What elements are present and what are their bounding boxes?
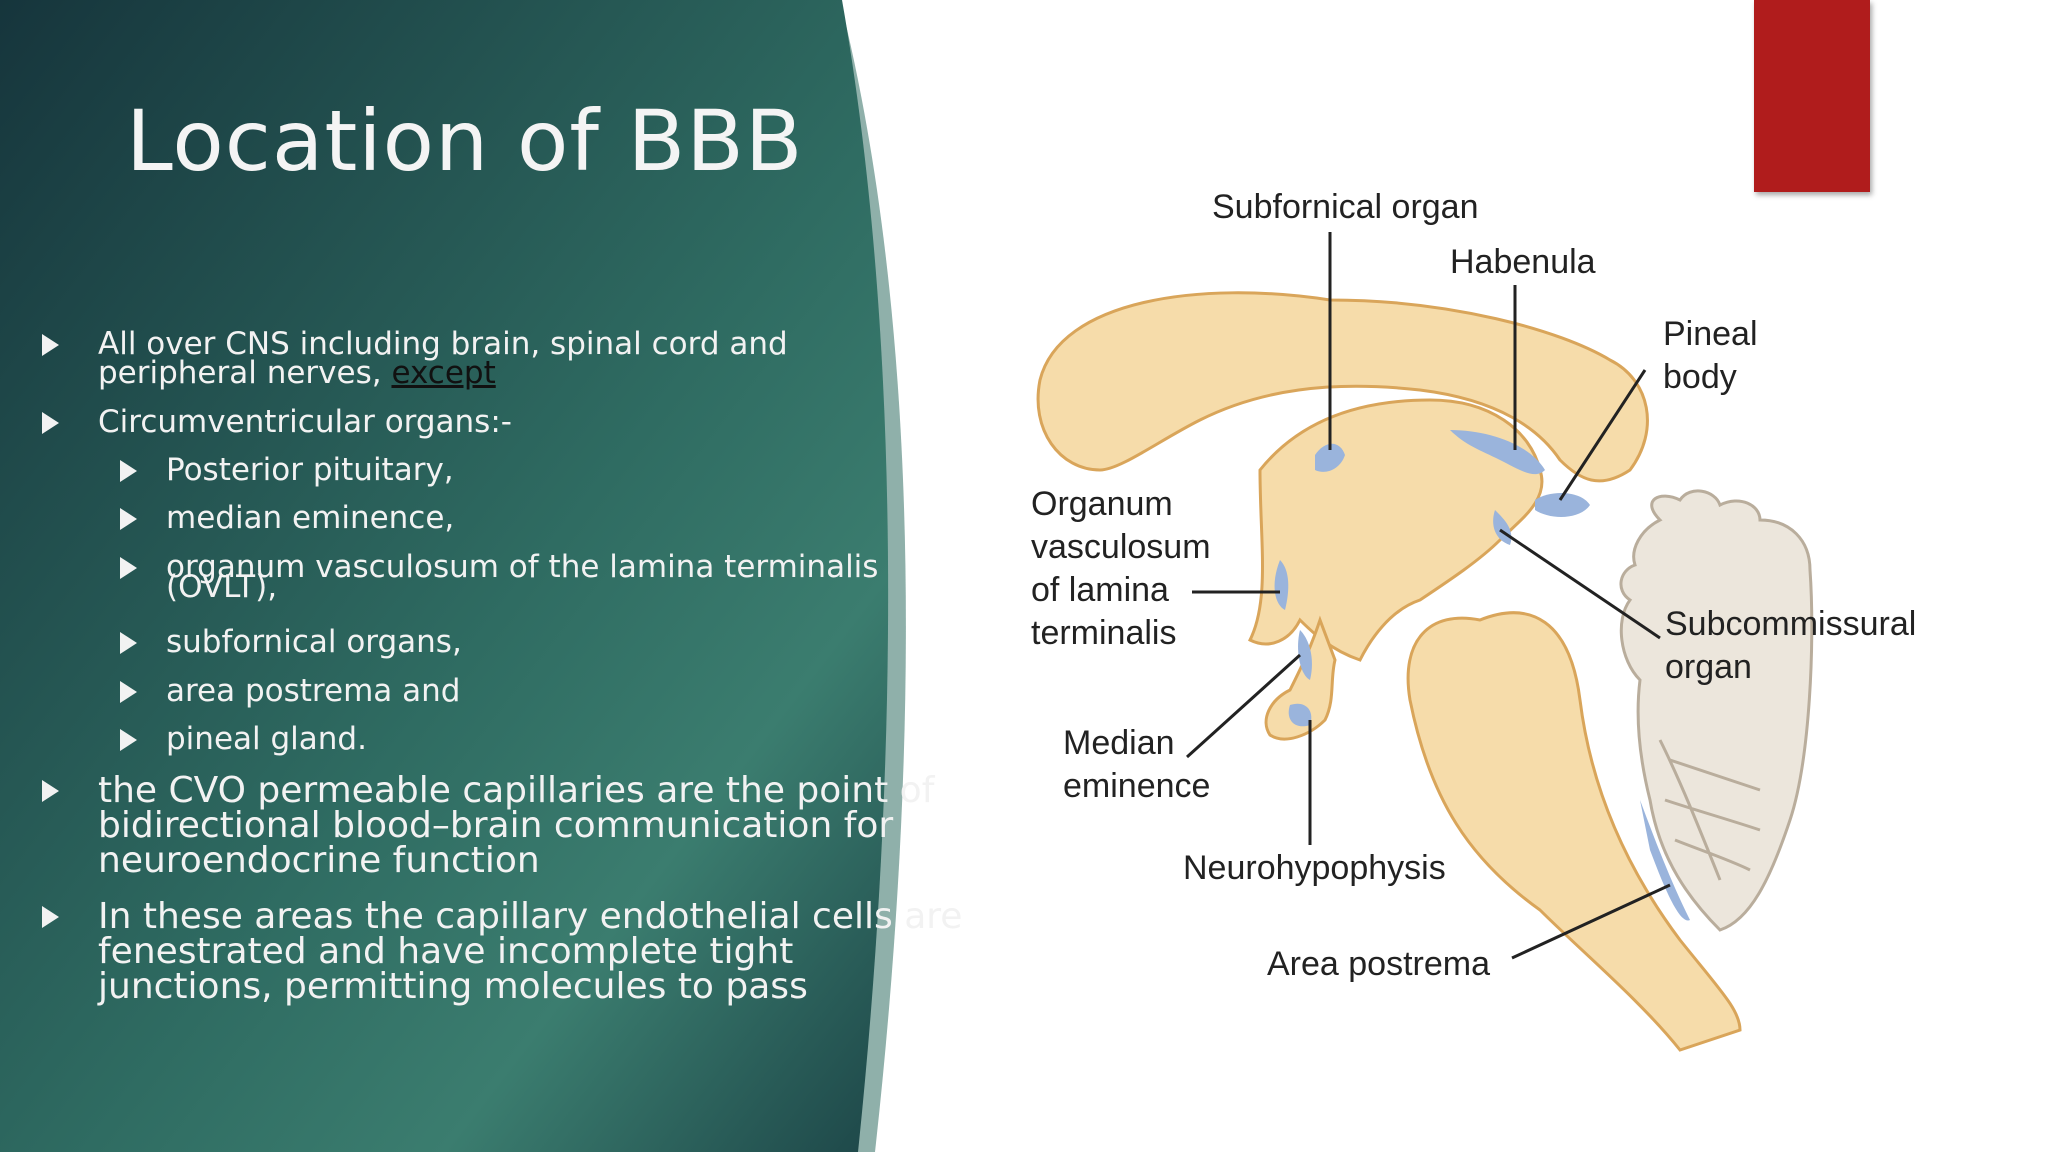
label-subcommissural-line1: Subcommissural (1665, 605, 1916, 643)
bullet-arrow-icon (42, 906, 59, 928)
bullet-text: Circumventricular organs:- (98, 404, 512, 440)
bullet-line: neuroendocrine function (98, 840, 540, 881)
label-subfornical-organ: Subfornical organ (1212, 188, 1479, 226)
subbullet-arrow-icon (120, 460, 137, 482)
subbullet-arrow-icon (120, 681, 137, 703)
ovlt-highlight (1274, 560, 1289, 610)
subbullet-text: subfornical organs, (166, 624, 462, 660)
bullet-list: All over CNS including brain, spinal cor… (0, 0, 962, 1152)
label-pineal-line1: Pineal (1663, 315, 1758, 353)
subbullet-text: Posterior pituitary, (166, 452, 454, 488)
bullet-arrow-icon (42, 780, 59, 802)
label-median-line1: Median (1063, 724, 1175, 762)
subbullet-line: (OVLT), (166, 569, 278, 605)
label-subcommissural-line2: organ (1665, 648, 1752, 686)
subbullet-arrow-icon (120, 632, 137, 654)
subbullet-line: organum vasculosum of the lamina termina… (166, 549, 879, 585)
bullet-line: All over CNS including brain, spinal cor… (98, 326, 788, 362)
label-median-line2: eminence (1063, 767, 1210, 805)
neurohypophysis-highlight (1288, 703, 1312, 727)
cerebellum-shape (1619, 489, 1814, 932)
bullet-line-text: peripheral nerves, (98, 355, 392, 391)
subbullet-text: median eminence, (166, 500, 455, 536)
habenula-highlight (1450, 430, 1545, 475)
pineal-body-highlight (1535, 493, 1590, 517)
teal-panel (0, 0, 889, 1152)
subbullet-text: organum vasculosum of the lamina termina… (166, 549, 879, 605)
bullet-line: junctions, permitting molecules to pass (98, 966, 808, 1007)
red-accent-block (1754, 0, 1870, 192)
label-neurohypophysis: Neurohypophysis (1183, 849, 1446, 887)
bullet-line: peripheral nerves, except (98, 358, 788, 389)
leader-lines (1185, 232, 1671, 960)
bullet-text: All over CNS including brain, spinal cor… (98, 326, 788, 389)
bullet-line: bidirectional blood–brain communication … (98, 805, 894, 846)
bullet-arrow-icon (42, 334, 59, 356)
cerebellum-folia (1658, 739, 1761, 881)
label-ovlt-line1: Organum (1031, 485, 1173, 523)
subfornical-organ-highlight (1315, 443, 1345, 472)
subbullet-arrow-icon (120, 729, 137, 751)
label-ovlt-line4: terminalis (1031, 614, 1176, 652)
bullet-line: fenestrated and have incomplete tight (98, 931, 794, 972)
median-eminence-highlight (1298, 630, 1312, 680)
except-link[interactable]: except (391, 355, 496, 391)
subbullet-arrow-icon (120, 508, 137, 530)
subbullet-arrow-icon (120, 557, 137, 579)
subbullet-text: area postrema and (166, 673, 461, 709)
label-ovlt-line2: vasculosum (1031, 528, 1211, 566)
bullet-text: In these areas the capillary endothelial… (98, 896, 963, 1007)
label-area-postrema: Area postrema (1267, 945, 1490, 983)
bullet-line: the CVO permeable capillaries are the po… (98, 770, 935, 811)
label-habenula: Habenula (1450, 243, 1596, 281)
label-ovlt-line3: of lamina (1031, 571, 1169, 609)
bullet-line: In these areas the capillary endothelial… (98, 896, 963, 937)
bullet-text: the CVO permeable capillaries are the po… (98, 770, 935, 881)
subbullet-text: pineal gland. (166, 721, 367, 757)
slide-title: Location of BBB (126, 92, 804, 190)
brainstem-shape (1406, 611, 1742, 1052)
brain-cvo-diagram: Subfornical organ Habenula Pineal body O… (1031, 188, 1916, 1052)
bullet-arrow-icon (42, 412, 59, 434)
pituitary-stalk (1264, 615, 1337, 741)
label-pineal-line2: body (1663, 358, 1737, 396)
